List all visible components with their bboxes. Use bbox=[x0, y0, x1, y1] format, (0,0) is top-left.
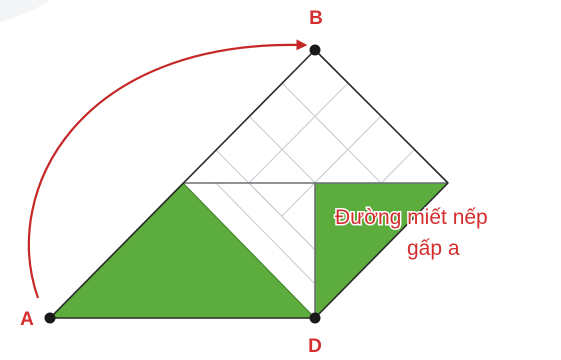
label-d: D bbox=[308, 336, 322, 357]
annotation-line-2: gấp a bbox=[407, 237, 460, 260]
point-b-dot bbox=[309, 44, 321, 56]
background-corner bbox=[0, 0, 50, 22]
label-a: A bbox=[20, 309, 34, 330]
fold-lines bbox=[183, 182, 448, 318]
point-a-dot bbox=[44, 312, 56, 324]
paper-outline bbox=[49, 49, 449, 319]
annotation-line-1: Đường miết nếp bbox=[335, 206, 488, 229]
fold-arrow bbox=[27, 39, 308, 299]
point-d-dot bbox=[309, 312, 321, 324]
label-b: B bbox=[309, 8, 323, 29]
